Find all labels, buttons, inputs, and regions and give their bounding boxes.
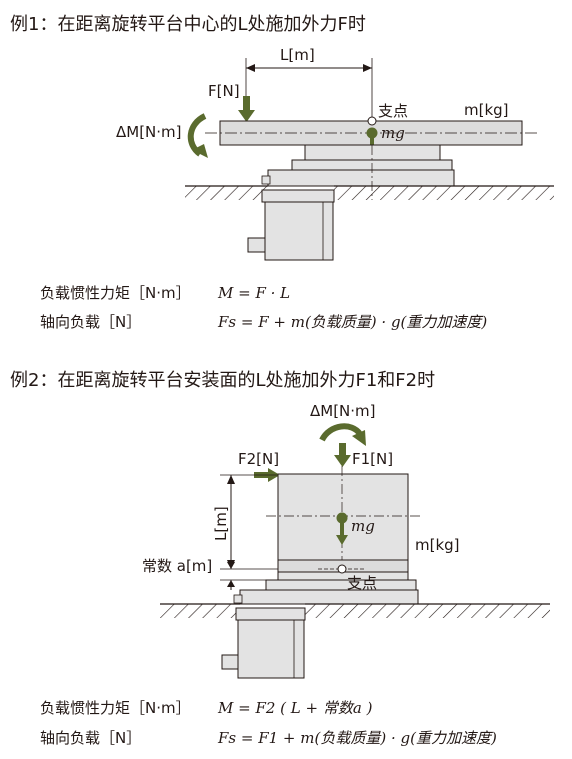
ex2-motor — [221, 607, 306, 679]
ex1-distance-label: L[m] — [280, 46, 315, 64]
ex2-pivot-label: 支点 — [347, 574, 377, 592]
ex2-force2-arrow: F2[N] — [238, 450, 280, 482]
ex1-force-arrow: F[N] — [208, 82, 255, 122]
example2-title: 例2：在距离旋转平台安装面的L处施加外力F1和F2时 — [10, 370, 435, 391]
ex2-constant-label: 常数 a[m] — [142, 557, 212, 575]
ex2-moment-label: ΔM[N·m] — [310, 402, 376, 420]
ex2-formula1-expr: M = F2 ( L + 常数a ) — [217, 699, 373, 717]
ex1-formula1-name: 负载惯性力矩［N·m］ — [40, 284, 191, 302]
ex1-moment-label: ΔM[N·m] — [116, 123, 182, 141]
ex1-mass-label: m[kg] — [464, 101, 509, 119]
ex2-mass-label: m[kg] — [415, 536, 460, 554]
ex1-moment-arrow: ΔM[N·m] — [116, 113, 208, 158]
ex2-force2-label: F2[N] — [238, 450, 279, 468]
ex2-formula2-expr: Fs = F1 + m(负载质量) · g(重力加速度) — [217, 729, 497, 747]
ex1-mg-label: mg — [381, 124, 405, 142]
ex1-distance-dimension: L[m] — [245, 46, 373, 118]
ex1-force-label: F[N] — [208, 82, 240, 100]
ex1-pivot-label: 支点 — [378, 102, 408, 120]
example1-title: 例1：在距离旋转平台中心的L处施加外力F时 — [10, 14, 366, 35]
ex1-pivot-point — [367, 116, 377, 126]
ex2-mg-label: mg — [351, 517, 375, 535]
ex2-force1-label: F1[N] — [352, 450, 393, 468]
ex2-formula2-name: 轴向负载［N］ — [40, 729, 141, 747]
ex1-motor — [247, 189, 335, 261]
ex2-rotary-body — [233, 559, 419, 605]
ex1-formula2-expr: Fs = F + m(负载质量) · g(重力加速度) — [217, 313, 487, 331]
ex2-pivot-point — [337, 564, 347, 574]
ex1-formula1-expr: M = F · L — [217, 284, 290, 302]
ex2-constant-dimension: 常数 a[m] — [142, 557, 336, 590]
ex2-force1-arrow: F1[N] — [334, 443, 393, 468]
ex2-formula1-name: 负载惯性力矩［N·m］ — [40, 699, 191, 717]
ex2-moment-arrow: ΔM[N·m] — [310, 402, 376, 446]
ex1-formula2-name: 轴向负载［N］ — [40, 313, 141, 331]
ex2-distance-dimension: L[m] — [212, 474, 277, 569]
ex2-mg-arrow: mg — [336, 512, 375, 545]
ex1-ground — [185, 185, 554, 200]
ex2-ground — [160, 603, 550, 618]
ex2-distance-label: L[m] — [212, 506, 230, 541]
